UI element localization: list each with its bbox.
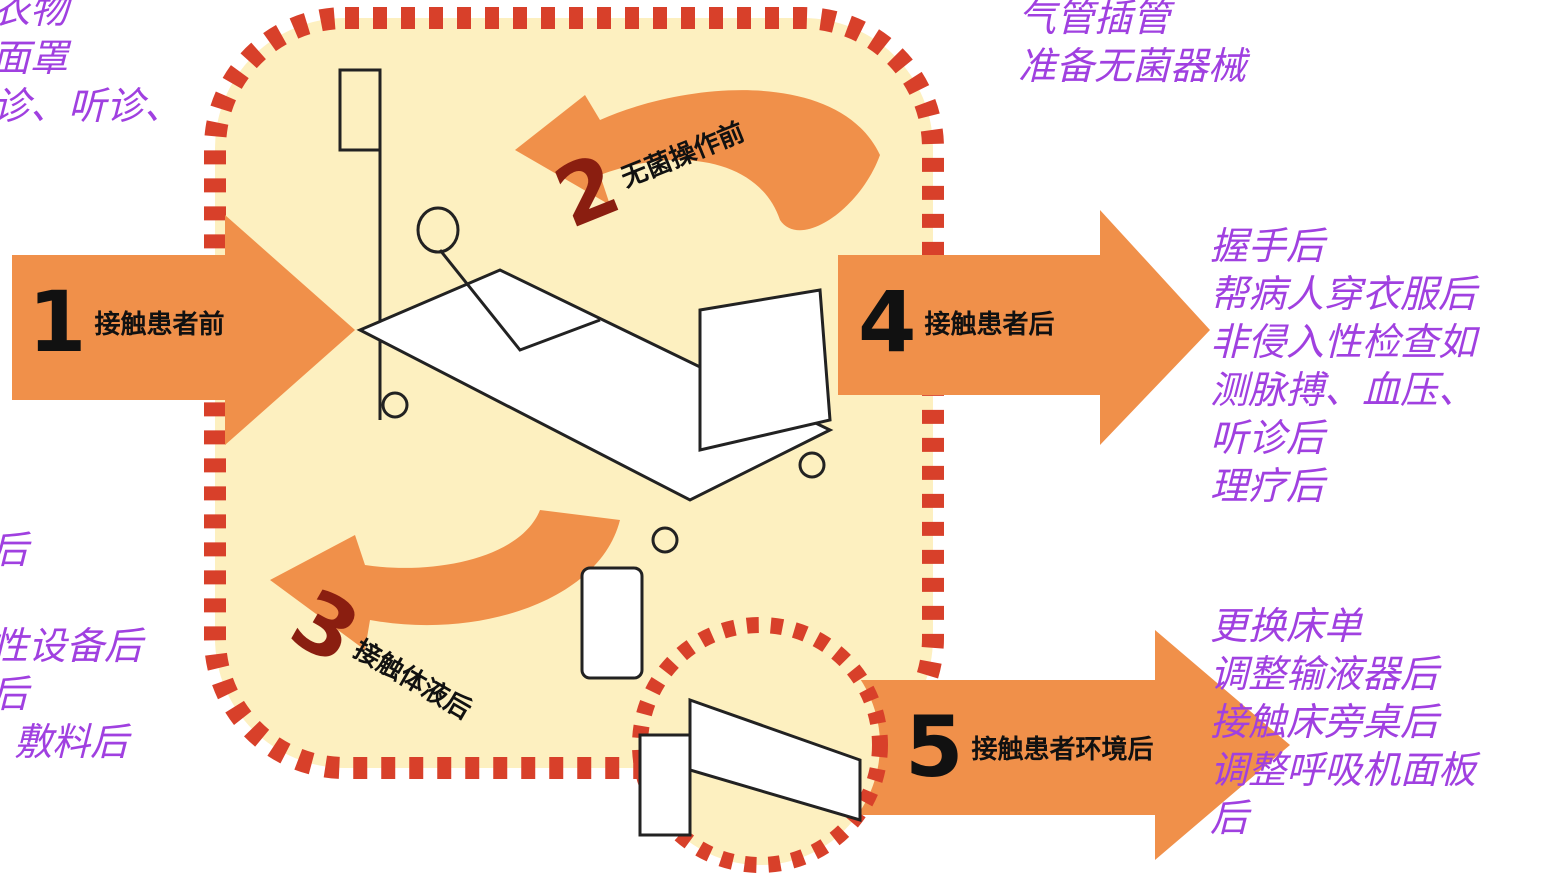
inset-bed [638,697,862,837]
note-line: 后 [0,670,142,718]
moment-5: 5 接触患者环境后 [905,705,1153,789]
arrow-moment-3 [270,510,620,650]
note-line: 性设备后 [0,624,143,668]
moment-4-label: 接触患者后 [924,309,1055,340]
moment-5-number: 5 [905,698,964,796]
note-line: 后 [1210,796,1249,840]
arrow-moment-5 [860,630,1290,860]
bed-illustration [338,68,834,554]
note-line: 测脉搏、血压、 [1210,368,1477,412]
moment-1-number: 1 [28,273,87,371]
note-line: 后 [0,526,142,574]
arrow-moment-2 [515,90,880,231]
note-line: 调整呼吸机面板 [1210,748,1477,792]
moment-5-label: 接触患者环境后 [971,734,1154,765]
note-line: 接触床旁桌后 [1210,700,1439,744]
moment-1: 1 接触患者前 [28,280,224,364]
note-right-bottom: 更换床单 调整输液器后 接触床旁桌后 调整呼吸机面板 后 [1210,602,1476,842]
note-line [0,574,142,622]
note-top-right: 气管插管 准备无菌器械 [1018,0,1246,90]
note-right-mid: 握手后 帮病人穿衣服后 非侵入性检查如 测脉搏、血压、 听诊后 理疗后 [1210,222,1476,510]
moment-1-label: 接触患者前 [94,309,225,340]
note-line: 帮病人穿衣服后 [1210,272,1477,316]
note-line: 面罩 [0,36,69,80]
note-line: 非侵入性检查如 [1210,320,1477,364]
moment-4: 4 接触患者后 [858,280,1054,364]
note-line: 调整输液器后 [1210,652,1439,696]
note-line: 理疗后 [1210,464,1325,508]
note-line: 敷料后 [0,720,129,764]
note-line: 准备无菌器械 [1018,44,1247,88]
note-line: 衣物 [0,0,69,32]
note-line: 握手后 [1210,224,1325,268]
arrow-moment-4 [838,210,1210,445]
note-line: 更换床单 [1210,604,1363,648]
note-top-left: 衣物 面罩 诊、听诊、 [0,0,182,130]
note-line: 诊、听诊、 [0,84,183,128]
drainage-bag [580,566,644,680]
moment-4-number: 4 [858,273,917,371]
note-line: 气管插管 [1018,0,1171,40]
note-left-bottom: 后 性设备后 后 敷料后 [0,526,142,766]
note-line: 听诊后 [1210,416,1325,460]
arrow-moment-1 [12,215,355,445]
